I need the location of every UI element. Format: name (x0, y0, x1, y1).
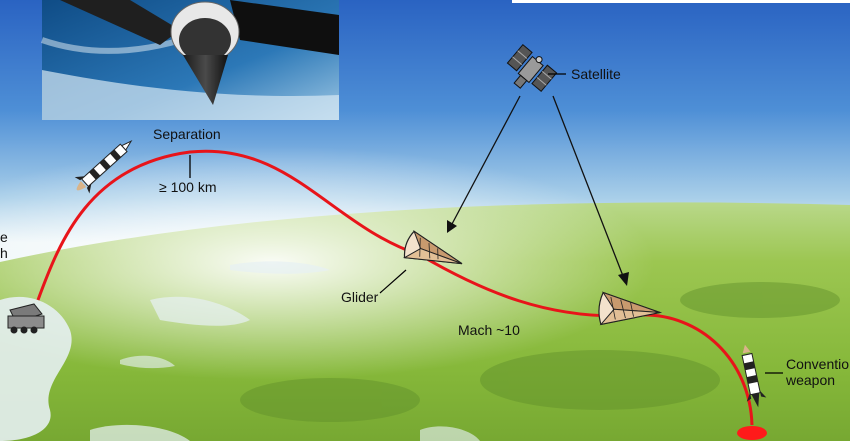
speed-label: Mach ~10 (458, 322, 520, 338)
target-marker-icon (737, 426, 767, 440)
weapon-icon (741, 344, 767, 408)
tracking-arrows (447, 95, 629, 286)
water-areas (0, 261, 480, 441)
separation-label: Separation (153, 126, 221, 142)
satellite-icon (506, 43, 558, 93)
glider-icon (402, 230, 463, 265)
forest-patches (240, 282, 840, 422)
launcher-vehicle-icon (7, 303, 45, 334)
glider-label: Glider (341, 289, 379, 305)
top-strip (512, 0, 850, 3)
separation-photo (41, 0, 339, 120)
launch-label-line-1: e (0, 229, 8, 245)
launch-label-line-2: h (0, 245, 8, 261)
satellite-label: Satellite (571, 66, 621, 82)
glider-icon-2 (598, 291, 663, 326)
rocket-icon (74, 140, 133, 194)
weapon-label-line-2: weapon (786, 373, 836, 388)
weapon-label-line-1: Conventio (786, 357, 850, 372)
altitude-label: ≥ 100 km (159, 179, 217, 195)
glider-leader (379, 269, 407, 294)
